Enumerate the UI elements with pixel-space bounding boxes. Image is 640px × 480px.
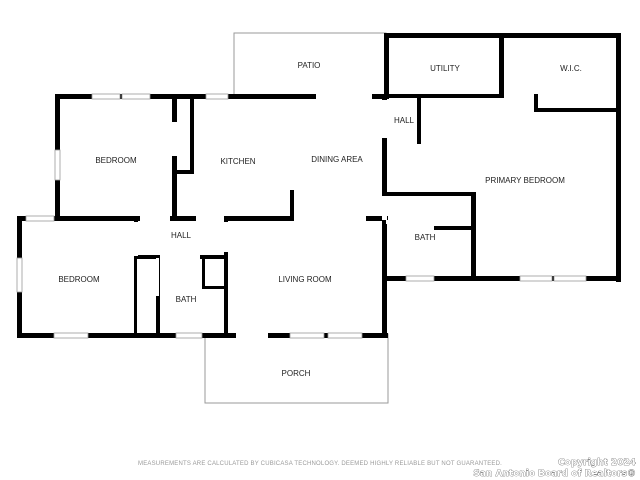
openings (134, 94, 534, 338)
window (91, 93, 121, 100)
label-bedroom-top: BEDROOM (95, 156, 137, 165)
wall (202, 286, 226, 289)
copyright-line-1: Copyright 2024 (558, 458, 636, 468)
label-dining: DINING AREA (311, 155, 363, 164)
walls (17, 33, 621, 338)
label-wic: W.I.C. (560, 64, 582, 73)
label-porch: PORCH (282, 369, 311, 378)
door-opening (196, 216, 224, 221)
door-opening (140, 216, 170, 221)
window (16, 257, 23, 293)
wall (202, 258, 205, 288)
label-utility: UTILITY (430, 64, 460, 73)
wall (384, 192, 476, 196)
wall (134, 258, 137, 335)
label-living-room: LIVING ROOM (278, 275, 332, 284)
door-opening (388, 99, 416, 103)
wall (534, 108, 619, 112)
copyright-line-2: San Antonio Board of Realtors® (473, 469, 636, 479)
door-opening (134, 222, 138, 256)
wall (616, 33, 621, 282)
door-opening (236, 333, 268, 338)
door-opening (434, 196, 438, 226)
wall (386, 94, 504, 98)
wall (200, 255, 228, 259)
door-opening (172, 122, 177, 156)
window (553, 275, 587, 282)
wall (434, 226, 474, 230)
label-primary-bedroom: PRIMARY BEDROOM (485, 176, 565, 185)
label-patio: PATIO (298, 61, 321, 70)
door-opening (156, 258, 159, 296)
window (121, 93, 151, 100)
wall (175, 170, 194, 174)
window (205, 93, 229, 100)
door-opening (386, 220, 434, 224)
window (327, 332, 363, 339)
label-bedroom-left: BEDROOM (58, 275, 100, 284)
label-bath-center: BATH (176, 295, 197, 304)
wall (290, 190, 294, 220)
door-opening (504, 94, 534, 98)
window (289, 332, 325, 339)
label-bath-right: BATH (415, 233, 436, 242)
window (25, 215, 55, 222)
wall (190, 97, 194, 173)
window (405, 275, 435, 282)
wall (17, 333, 388, 338)
label-hall-center: HALL (171, 231, 192, 240)
wall (384, 33, 389, 99)
window (54, 149, 61, 181)
wall (534, 94, 538, 111)
door-opening (382, 196, 387, 220)
window (53, 332, 89, 339)
room-labels: PATIO UTILITY W.I.C. HALL BEDROOM KITCHE… (58, 61, 582, 378)
wall (499, 33, 504, 97)
door-opening (294, 216, 366, 221)
disclaimer-text: MEASUREMENTS ARE CALCULATED BY CUBICASA … (138, 461, 502, 467)
window (519, 275, 553, 282)
windows (16, 93, 587, 339)
door-opening (224, 222, 228, 252)
wall (172, 97, 177, 220)
wall (134, 255, 160, 259)
window (175, 332, 203, 339)
door-opening (476, 108, 532, 112)
wall (417, 98, 421, 144)
wall (471, 192, 476, 280)
wall (224, 218, 228, 335)
label-kitchen: KITCHEN (220, 157, 255, 166)
wall (384, 276, 621, 281)
door-opening (382, 100, 387, 138)
door-opening (316, 94, 372, 99)
label-hall-top: HALL (394, 116, 415, 125)
